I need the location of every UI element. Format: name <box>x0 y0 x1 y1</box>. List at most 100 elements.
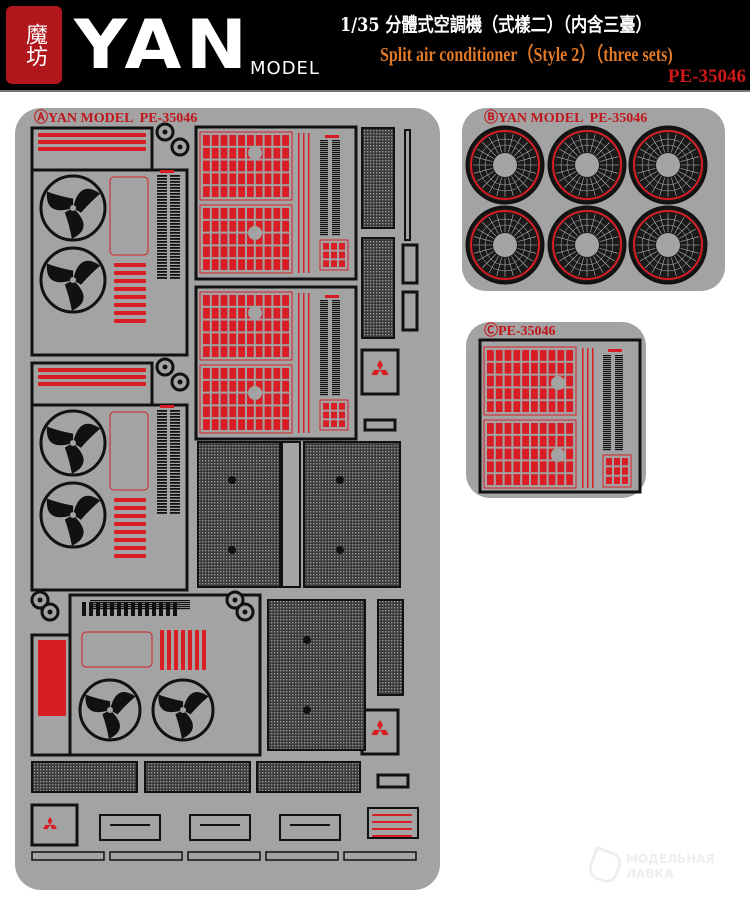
watermark-line2: ЛАВКА <box>626 867 674 881</box>
guard-spoke <box>680 168 699 174</box>
louver-slat <box>320 224 328 226</box>
grille-cell <box>531 461 538 473</box>
grille-cell <box>229 233 237 245</box>
louver-slat <box>320 370 328 372</box>
mitsubishi-logo-icon <box>43 817 57 830</box>
grille-cell <box>548 350 556 361</box>
louver-slat <box>157 271 167 273</box>
grille-cell <box>273 246 281 258</box>
louver-slat <box>170 187 180 189</box>
grille-cell <box>220 295 228 306</box>
louver-slat <box>170 446 180 448</box>
guard-spoke <box>517 168 536 174</box>
fan-guard-part <box>465 205 545 285</box>
red-grille-panel <box>319 399 349 431</box>
louver-slat <box>615 395 623 397</box>
guard-spoke <box>477 171 494 182</box>
grille-cell <box>331 411 337 419</box>
louver-slat <box>320 304 328 306</box>
grille-cell <box>606 467 612 475</box>
grille-cell <box>339 420 345 427</box>
mounting-hole <box>248 386 262 400</box>
louver-slat <box>332 354 340 356</box>
guard-spoke <box>570 137 581 154</box>
grille-cell <box>247 135 254 146</box>
red-grille-panel <box>199 131 293 201</box>
grille-cell <box>211 419 219 430</box>
louver-slat <box>320 330 328 332</box>
louver-slat <box>603 389 611 391</box>
louver-slat <box>157 268 167 270</box>
guard-red-ring <box>552 130 622 200</box>
louver-slat <box>170 202 180 204</box>
louver-slat <box>320 388 328 390</box>
grille-cell <box>522 423 529 434</box>
louver-slat <box>157 241 167 243</box>
mitsubishi-logo-icon <box>371 360 389 376</box>
louver-slat <box>332 142 340 144</box>
louver-slat <box>170 181 180 183</box>
outdoor-unit-frame <box>30 403 189 592</box>
guard-spoke <box>674 176 685 193</box>
guard-spoke <box>676 173 691 188</box>
louver-slat <box>320 350 328 352</box>
red-bar <box>38 140 146 144</box>
louver-slat <box>615 411 623 413</box>
louver-slat <box>320 338 328 340</box>
guard-spoke <box>513 222 528 237</box>
louver-slat <box>320 144 328 146</box>
grille-cell <box>220 380 228 392</box>
louver-slat <box>157 503 167 505</box>
guard-spoke <box>559 148 576 159</box>
guard-spoke <box>637 168 656 174</box>
louver-slat <box>157 473 167 475</box>
louver-slat <box>157 476 167 478</box>
louver-slat <box>89 602 93 616</box>
louver-slat <box>157 449 167 451</box>
grille-cell <box>203 160 210 172</box>
louver-slat <box>332 184 340 186</box>
louver-slat <box>332 392 340 394</box>
louver-slat <box>332 362 340 364</box>
guard-spoke <box>496 177 502 196</box>
grille-cell <box>238 220 245 232</box>
grille-cell <box>264 173 272 185</box>
grille-cell <box>255 368 263 379</box>
grille-cell <box>282 307 289 319</box>
guard-center <box>656 233 680 257</box>
guard-spoke <box>508 214 514 233</box>
louver-slat <box>332 336 340 338</box>
louver-slat <box>320 200 328 202</box>
grille-cell <box>504 362 512 374</box>
grille-cell <box>513 350 521 361</box>
grille-cell <box>264 186 272 197</box>
grille-cell <box>331 260 337 267</box>
louver-column <box>332 300 340 396</box>
louver-slat <box>320 178 328 180</box>
grille-cell <box>539 375 547 387</box>
louver-slat <box>170 461 180 463</box>
grille-cell <box>339 411 345 419</box>
louver-slat <box>157 211 167 213</box>
grille-cell <box>522 388 529 400</box>
grille-cell <box>203 246 210 258</box>
grille-cell <box>513 388 521 400</box>
grille-cell <box>220 307 228 319</box>
louver-slat <box>332 344 340 346</box>
grille-cell <box>282 333 289 345</box>
logo-diamond <box>371 369 380 376</box>
red-grille-panel <box>483 419 577 489</box>
grille-cell <box>203 419 210 430</box>
indoor-panel-frame <box>194 125 358 281</box>
grille-cell <box>238 173 245 185</box>
louver-slat <box>90 600 190 602</box>
red-grille-panel <box>483 346 577 416</box>
louver-slat <box>320 176 328 178</box>
grille-cell <box>220 135 228 146</box>
guard-center <box>656 153 680 177</box>
guard-spoke <box>598 148 615 159</box>
red-line <box>592 348 594 488</box>
louver-slat <box>320 226 328 228</box>
louver-slat <box>603 449 611 451</box>
grille-cell <box>203 186 210 197</box>
